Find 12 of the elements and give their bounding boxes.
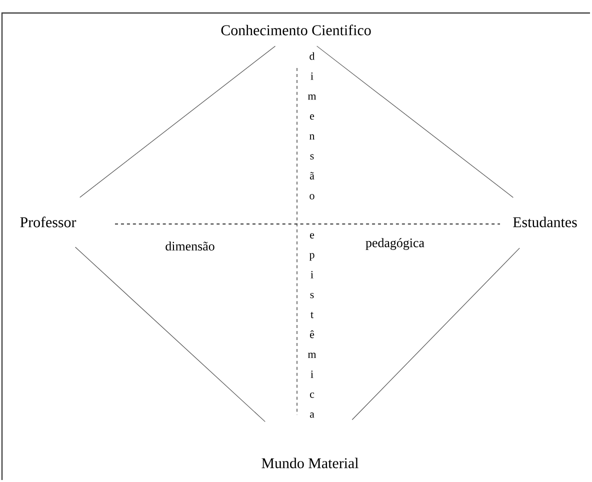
- concept-text: Mundo Material: [262, 458, 358, 468]
- concept-text: Professor: [20, 216, 76, 228]
- vertical-label: epistêmica: [308, 233, 316, 418]
- concept-text: Estudantes: [513, 216, 577, 228]
- connecting-line: [352, 248, 520, 420]
- connecting-line: [316, 46, 514, 198]
- connecting-line: [80, 46, 276, 198]
- axis-label: dimensão: [166, 241, 214, 251]
- concept-text: Conhecimento Cientifico: [221, 24, 371, 36]
- vertical-label: dimensão: [308, 52, 316, 200]
- connecting-line: [75, 246, 266, 422]
- axis-label: pedagógica: [366, 238, 424, 250]
